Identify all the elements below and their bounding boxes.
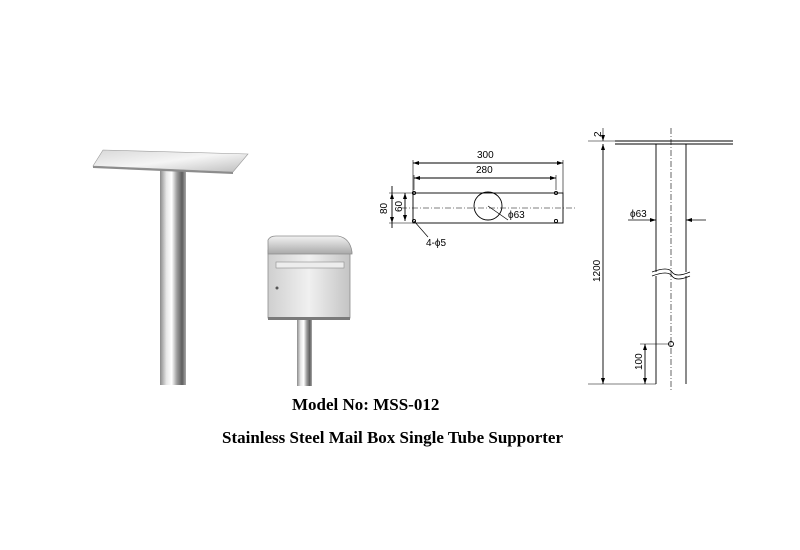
support-tube xyxy=(160,163,186,385)
mailbox-lock xyxy=(275,286,279,290)
dim-label-280: 280 xyxy=(476,165,493,176)
dim-label-300: 300 xyxy=(477,150,494,161)
mailbox-tube xyxy=(297,318,312,386)
mailbox-photo xyxy=(267,235,353,386)
support-plate-edge xyxy=(93,166,233,174)
mailbox-slot xyxy=(275,261,345,269)
mailbox-body xyxy=(267,249,351,319)
leader-center-hole xyxy=(487,205,509,221)
dim-label-thickness: 2 xyxy=(593,131,604,137)
corner-hole xyxy=(411,218,417,224)
break-line xyxy=(651,268,691,276)
product-description: Stainless Steel Mail Box Single Tube Sup… xyxy=(222,428,563,447)
mailbox-lid xyxy=(267,235,353,255)
dim-label-corner-holes: 4-ϕ5 xyxy=(426,238,446,249)
corner-hole xyxy=(553,190,559,196)
model-number: Model No: MSS-012 xyxy=(292,395,440,414)
dim-label-100: 100 xyxy=(634,353,645,370)
break-line xyxy=(651,272,691,280)
plate-arrows xyxy=(390,161,563,223)
dim-label-center-hole: ϕ63 xyxy=(508,210,525,221)
mailbox-base xyxy=(268,317,350,320)
leader-corner-holes xyxy=(413,220,429,238)
tube-arrows xyxy=(601,135,692,384)
dim-label-80: 80 xyxy=(379,202,390,214)
dim-label-1200: 1200 xyxy=(592,259,603,282)
center-hole xyxy=(473,191,503,221)
dim-label-60: 60 xyxy=(394,200,405,212)
dim-label-tube-diameter: ϕ63 xyxy=(630,209,647,220)
tube-drawing xyxy=(588,128,733,392)
corner-hole xyxy=(553,218,559,224)
bare-support-photo xyxy=(92,149,249,385)
